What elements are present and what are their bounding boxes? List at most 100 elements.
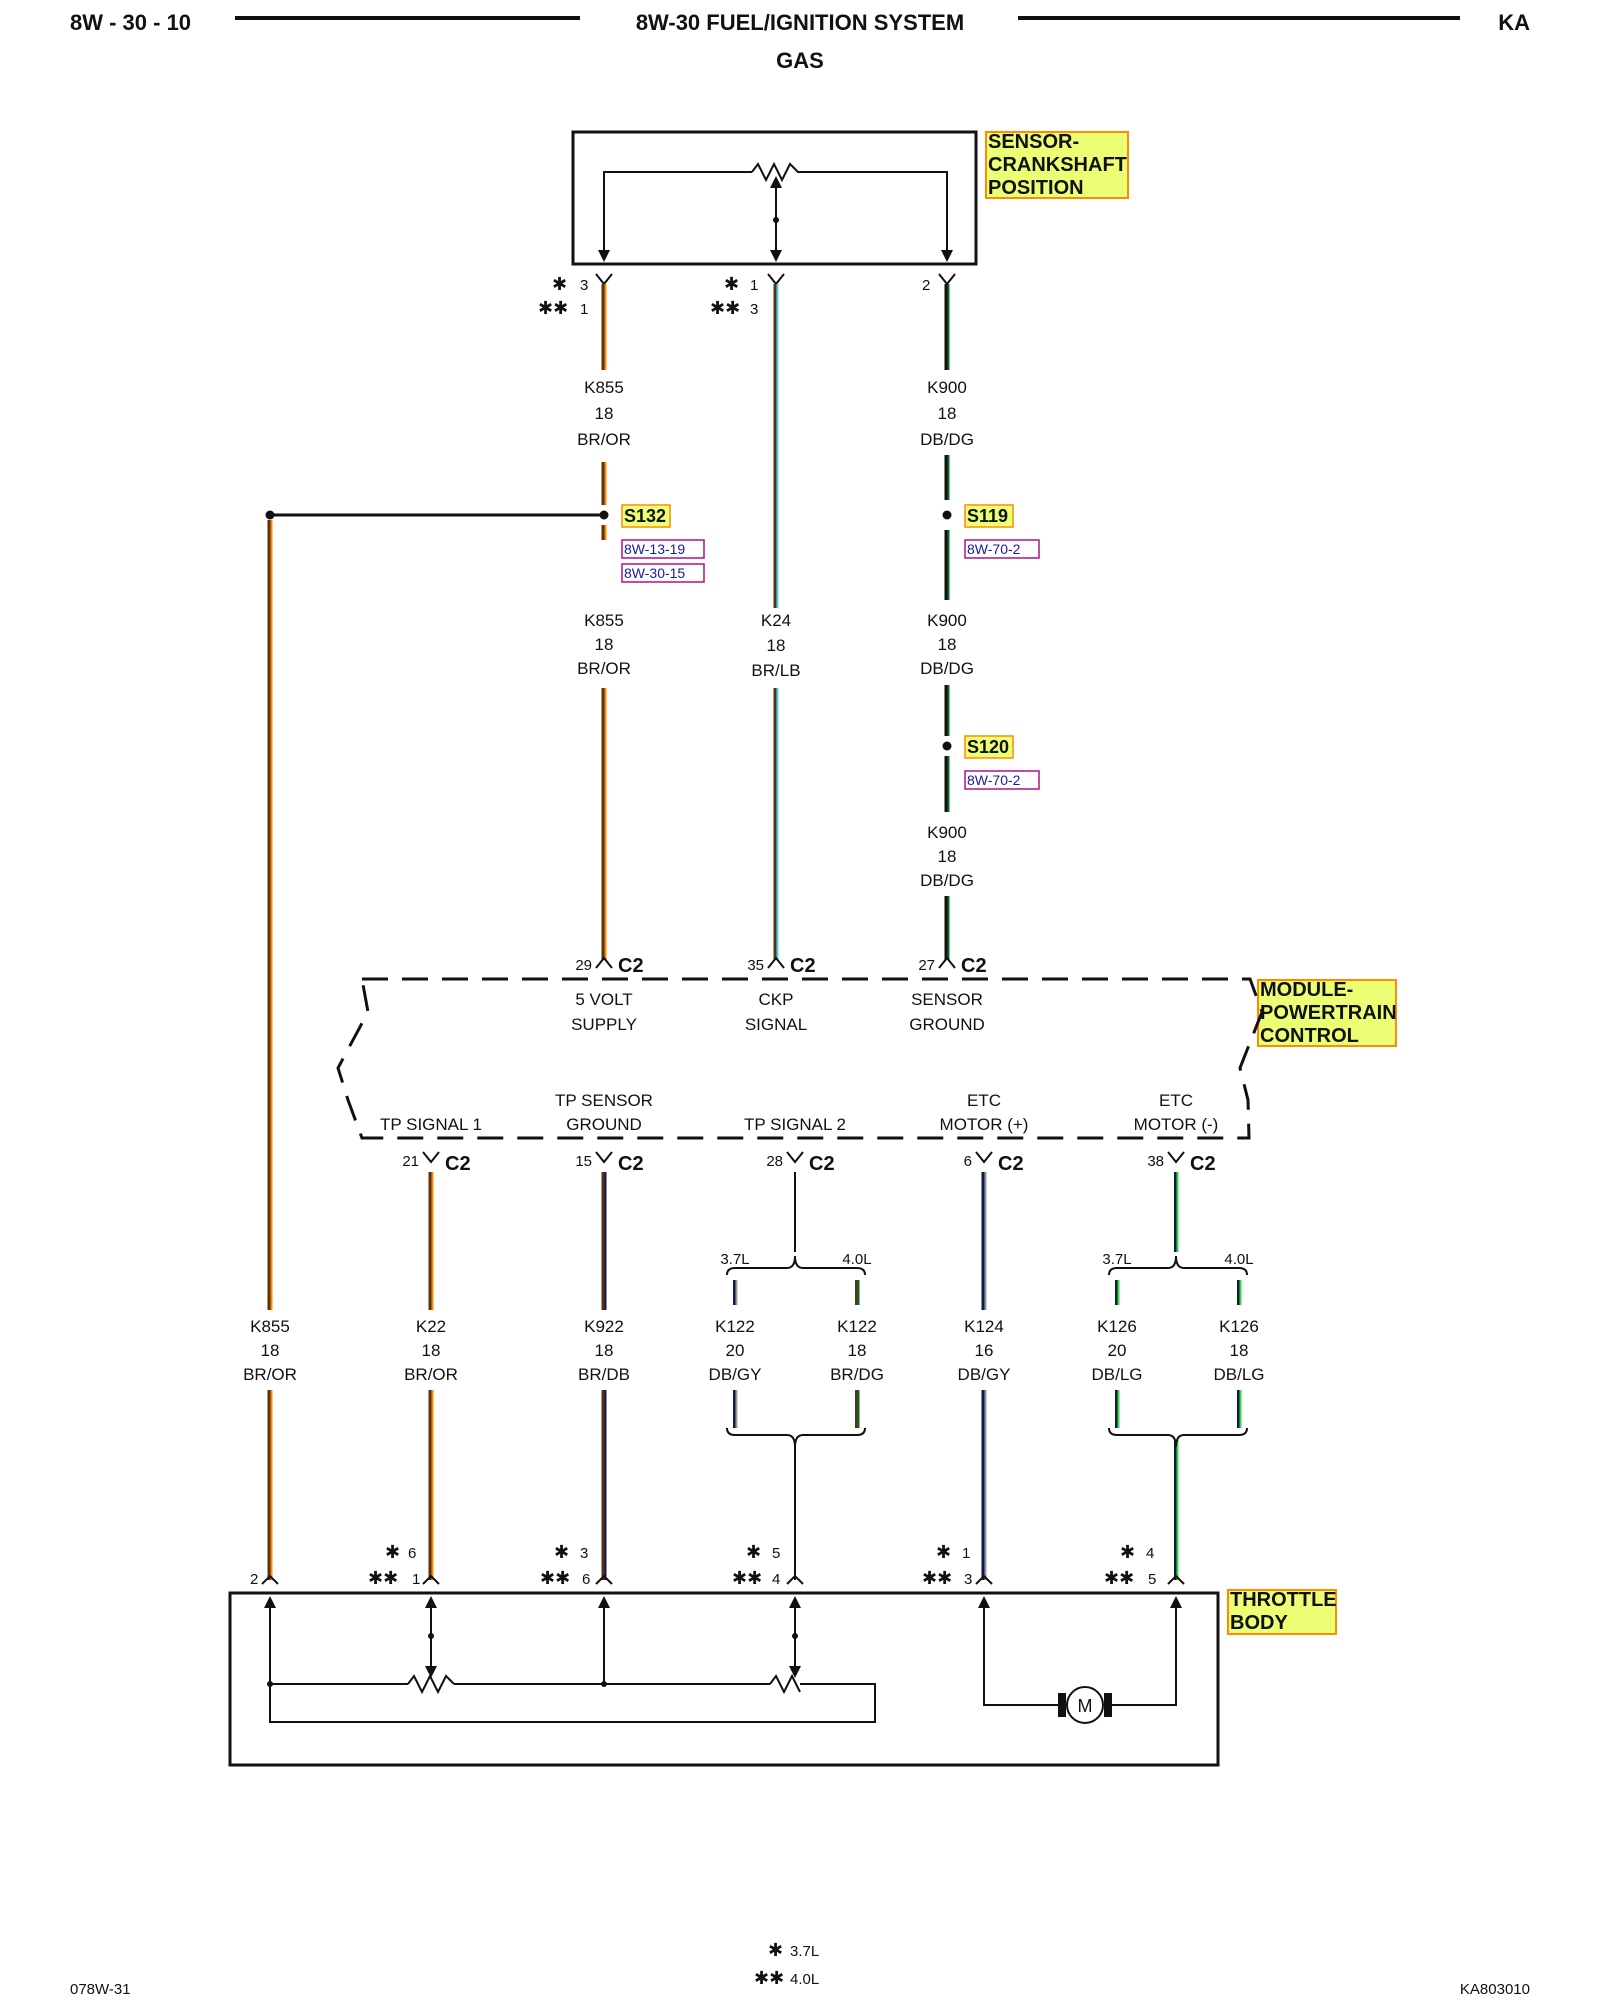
pin-fork-icon (595, 956, 613, 969)
wire-id: K855 (584, 378, 624, 397)
wire-id: K24 (761, 611, 791, 630)
tb-arrow-icon (425, 1596, 437, 1608)
tb-arrow-icon (264, 1596, 276, 1608)
footer-left-code: 078W-31 (70, 1981, 131, 1998)
pin-fork-icon (595, 1151, 613, 1164)
pin-fork-icon (975, 1574, 993, 1585)
pcm-label-line: CONTROL (1260, 1025, 1359, 1047)
wire-color: DB/LG (1213, 1365, 1264, 1384)
splice-ref-box[interactable] (964, 539, 1040, 559)
pcm-dashed-outline (336, 977, 1264, 1140)
pin-number: 29 (575, 957, 592, 974)
circuit-name: TP SENSOR (555, 1091, 653, 1110)
wire-k855-top (601, 284, 607, 370)
ckp-wiper-arrow-icon (770, 176, 782, 188)
component-label-throttle-body: THROTTLE BODY (1227, 1589, 1342, 1635)
wire-id: K124 (964, 1317, 1004, 1336)
powertrain-control-module (336, 977, 1264, 1140)
motor-brush-icon (1104, 1693, 1112, 1717)
wire-gauge: 16 (975, 1341, 994, 1360)
connector-id: C2 (445, 1153, 471, 1175)
splice-dot (942, 741, 952, 751)
pcm-label: MODULE- POWERTRAIN CONTROL (1260, 979, 1402, 1047)
splice-ref-link[interactable]: 8W-70-2 (967, 541, 1021, 557)
engine-option-label: 3.7L (1102, 1251, 1131, 1268)
pin-fork-icon (767, 273, 785, 286)
pin-number: 2 (922, 277, 930, 294)
pin-number: 1 (962, 1545, 970, 1562)
circuit-name: SIGNAL (745, 1015, 807, 1034)
page-number: 8W - 30 - 10 (70, 10, 191, 35)
pin-number: 3 (580, 1545, 588, 1562)
pin-fork-icon (938, 956, 956, 969)
crankshaft-position-sensor (571, 130, 978, 266)
wire-k126a-bot (1115, 1390, 1120, 1428)
ckp-label-line: SENSOR- (988, 131, 1079, 153)
star-marker: ✱ (385, 1542, 400, 1562)
splice-ref-link[interactable]: 8W-13-19 (624, 541, 685, 557)
wire-color: BR/OR (243, 1365, 297, 1384)
double-star-marker: ✱✱ (732, 1568, 762, 1588)
ckp-sensor-box (571, 130, 978, 266)
tb-internal-ref (269, 1600, 876, 1723)
splice-ref-box[interactable] (621, 539, 705, 559)
throttle-body: M (228, 1591, 1220, 1767)
tb-junction-dot (601, 1681, 607, 1687)
wire-k24-b (773, 688, 779, 960)
wire-id: K855 (584, 611, 624, 630)
splice-ref-link[interactable]: 8W-30-15 (624, 565, 685, 581)
circuit-name: TP SIGNAL 2 (744, 1115, 846, 1134)
wire-gauge: 20 (726, 1341, 745, 1360)
wire-k126a-top (1115, 1280, 1120, 1305)
connector-id: C2 (961, 955, 987, 977)
pin-number: 6 (964, 1153, 972, 1170)
throttle-body-label: THROTTLE BODY (1230, 1589, 1342, 1634)
splice-name: S120 (967, 737, 1009, 757)
tb-junction-dot (792, 1633, 798, 1639)
ckp-label: SENSOR- CRANKSHAFT POSITION (988, 131, 1132, 199)
tb-resistor-1-icon (407, 1673, 455, 1695)
pin-number: 1 (580, 301, 588, 318)
wire-k900-low-b (944, 896, 950, 960)
wire-id: K22 (416, 1317, 446, 1336)
splice-ref-box[interactable] (964, 770, 1040, 790)
wire-color: DB/DG (920, 430, 974, 449)
pin-fork-icon (1167, 1574, 1185, 1585)
circuit-name: SUPPLY (571, 1015, 637, 1034)
double-star-marker: ✱✱ (754, 1968, 784, 1988)
circuit-name: GROUND (909, 1015, 985, 1034)
tb-arrow-icon (789, 1596, 801, 1608)
wire-k124 (981, 1172, 987, 1310)
legend-text: 4.0L (790, 1971, 819, 1988)
double-star-marker: ✱✱ (1104, 1568, 1134, 1588)
pin-fork-icon (938, 273, 956, 286)
engine-option-label: 3.7L (720, 1251, 749, 1268)
splice-ref-box[interactable] (621, 563, 705, 583)
pin-number: 38 (1147, 1153, 1164, 1170)
circuit-name: SENSOR (911, 990, 983, 1009)
wire-gauge: 18 (261, 1341, 280, 1360)
pin-number: 5 (1148, 1571, 1156, 1588)
pin-number: 15 (575, 1153, 592, 1170)
splice-ref-link[interactable]: 8W-70-2 (967, 772, 1021, 788)
circuit-name: MOTOR (+) (940, 1115, 1029, 1134)
wire-k855-left (267, 520, 273, 1310)
ckp-label-line: POSITION (988, 177, 1084, 199)
wire-color: DB/DG (920, 871, 974, 890)
ckp-label-line: CRANKSHAFT (988, 154, 1127, 176)
wire-k900-mid-b (944, 685, 950, 736)
wire-k900-mid (944, 530, 950, 600)
